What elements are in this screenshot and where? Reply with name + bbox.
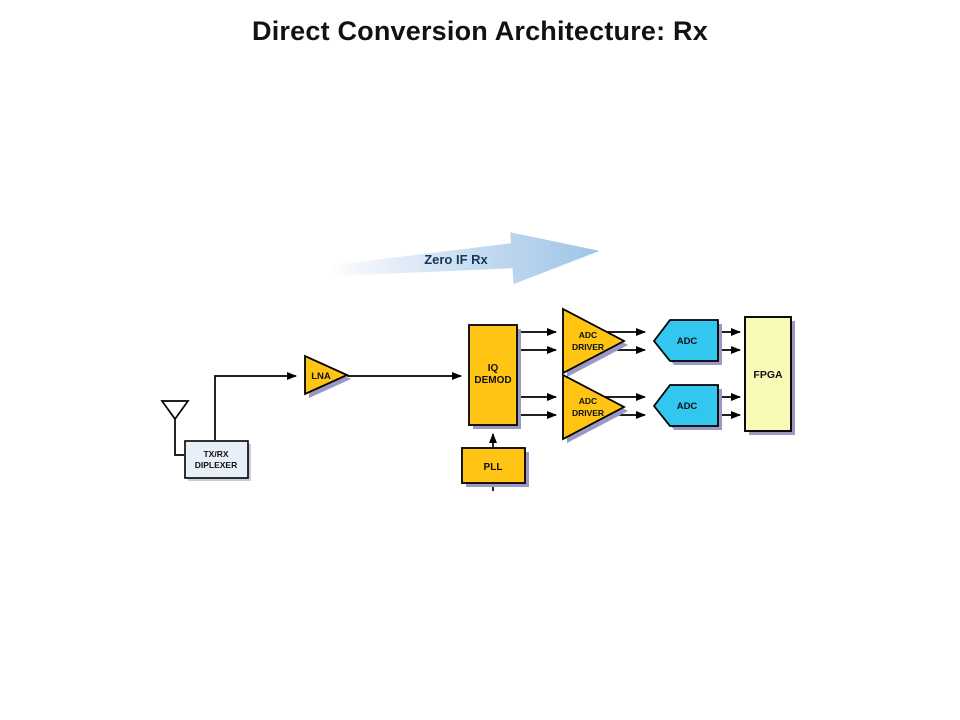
iq-demod-box <box>468 324 518 426</box>
fpga-label: FPGA <box>753 369 783 381</box>
pll-label: PLL <box>484 462 503 473</box>
lna-triangle <box>304 354 350 396</box>
lna-label: LNA <box>311 371 331 382</box>
wire-diplexer-to-lna <box>214 372 297 440</box>
adc-top-block: ADC <box>652 319 722 365</box>
adc-driver-bottom-label-line2: DRIVER <box>572 408 604 418</box>
adc-driver-bottom-block: ADC DRIVER <box>562 373 628 443</box>
iq-demod-block: IQ DEMOD <box>468 324 521 429</box>
adc-bottom-label: ADC <box>677 401 698 412</box>
pll-box <box>461 447 526 484</box>
banner-label: Zero IF Rx <box>424 252 488 267</box>
adc-driver-top-triangle <box>562 307 626 375</box>
adc-bottom-block: ADC <box>652 384 722 430</box>
adc-driver-top-label-line2: DRIVER <box>572 342 604 352</box>
iq-demod-label-line1: IQ <box>488 363 499 374</box>
fpga-block: FPGA <box>744 316 795 435</box>
diplexer-label-line1: TX/RX <box>203 449 228 459</box>
adc-top-shape <box>652 319 719 362</box>
adc-bottom-shape <box>652 384 719 427</box>
adc-top-label: ADC <box>677 336 698 347</box>
adc-driver-bottom-label-line1: ADC <box>579 396 597 406</box>
antenna-icon <box>160 400 190 421</box>
adc-driver-top-label-line1: ADC <box>579 330 597 340</box>
right-arrow-icon <box>332 232 600 285</box>
page-title: Direct Conversion Architecture: Rx <box>252 16 708 46</box>
diplexer-block: TX/RX DIPLEXER <box>184 440 251 481</box>
adc-driver-top-block: ADC DRIVER <box>562 307 628 377</box>
zero-if-rx-banner: Zero IF Rx <box>332 232 600 285</box>
diplexer-label-line2: DIPLEXER <box>195 460 238 470</box>
fpga-box <box>744 316 792 432</box>
iq-demod-label-line2: DEMOD <box>474 375 511 386</box>
signal-wires <box>174 328 741 491</box>
antenna-symbol <box>160 400 190 421</box>
pll-block: PLL <box>461 447 529 487</box>
adc-driver-bottom-triangle <box>562 373 626 441</box>
lna-block: LNA <box>304 354 351 398</box>
diplexer-box <box>184 440 249 479</box>
wire-antenna-to-diplexer <box>174 419 184 456</box>
